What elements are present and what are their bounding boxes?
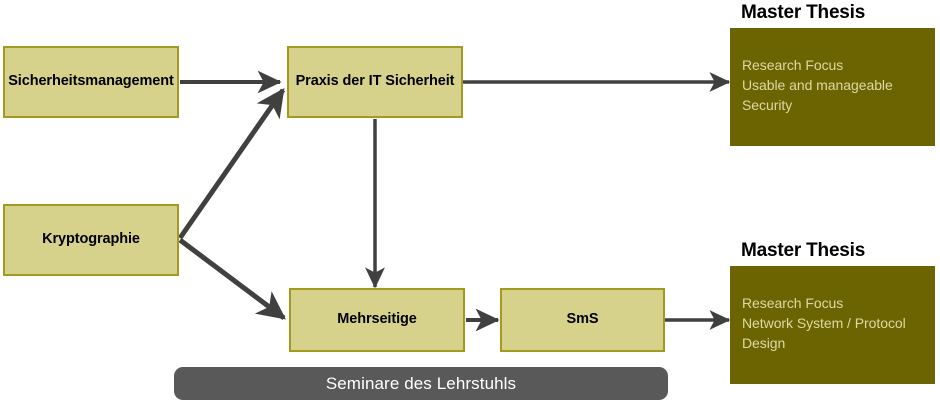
thesis-top-title: Master Thesis: [741, 2, 866, 23]
thesis-group-bottom: Master Thesis Research Focus Network Sys…: [730, 240, 935, 385]
node-sicherheitsmanagement[interactable]: Sicherheitsmanagement: [3, 46, 179, 118]
edge-kryptographie-to-mehrseitige: [178, 238, 287, 320]
thesis-top-box[interactable]: [730, 28, 935, 146]
thesis-top-body: Research Focus Usable and manageable Sec…: [742, 57, 893, 113]
seminar-bar-label: Seminare des Lehrstuhls: [325, 373, 517, 393]
thesis-bottom-body: Research Focus Network System / Protocol…: [742, 295, 906, 351]
node-label: Praxis der IT Sicherheit: [295, 73, 455, 90]
node-label: Kryptographie: [42, 231, 140, 248]
seminar-bar[interactable]: Seminare des Lehrstuhls: [174, 367, 668, 400]
node-label: SmS: [566, 311, 599, 328]
node-mehrseitige[interactable]: Mehrseitige: [289, 288, 465, 352]
thesis-group-top: Master Thesis Research Focus Usable and …: [730, 2, 935, 147]
node-sms[interactable]: SmS: [500, 288, 665, 352]
edge-kryptographie-to-praxis: [177, 87, 286, 240]
node-label: Sicherheitsmanagement: [8, 73, 174, 90]
thesis-bottom-title: Master Thesis: [741, 240, 866, 261]
thesis-bottom-box[interactable]: [730, 266, 935, 384]
node-label: Mehrseitige: [337, 311, 417, 328]
node-kryptographie[interactable]: Kryptographie: [3, 204, 179, 276]
node-praxis-der-it-sicherheit[interactable]: Praxis der IT Sicherheit: [287, 46, 463, 118]
